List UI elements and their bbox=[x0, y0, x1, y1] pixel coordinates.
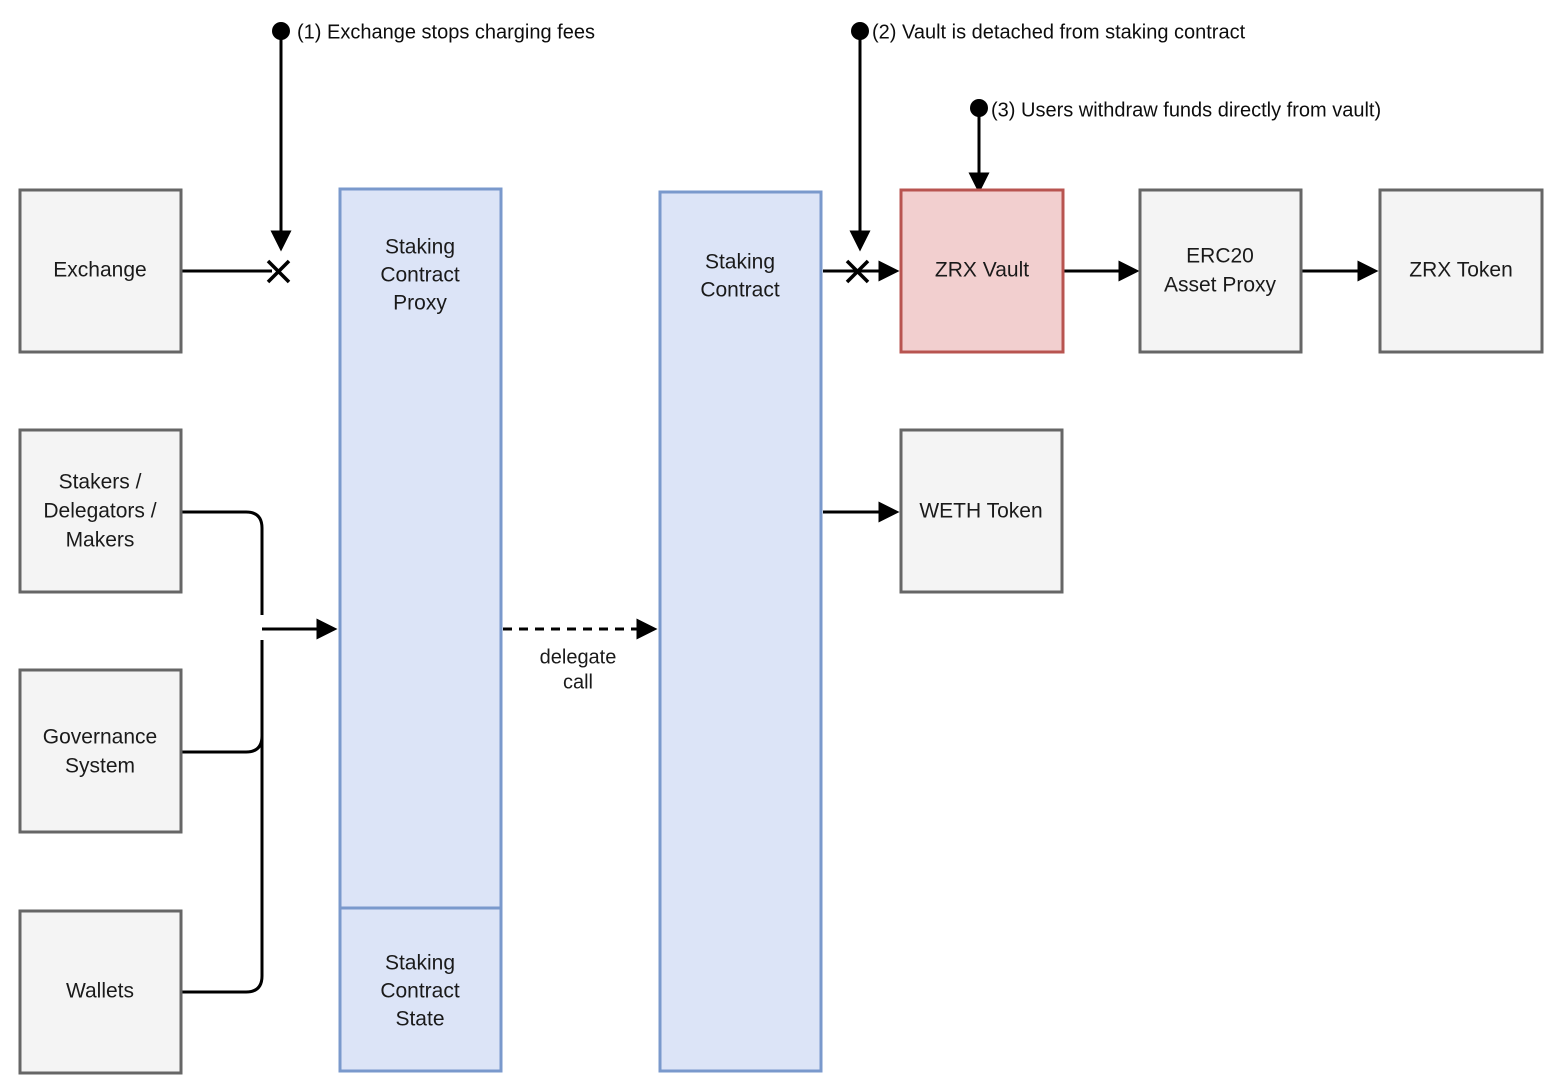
node-staking-contract-box[interactable] bbox=[658, 190, 823, 1073]
node-exchange-box[interactable] bbox=[18, 188, 183, 354]
node-wallets-label: Wallets bbox=[66, 980, 134, 1003]
node-staking-contract-proxy-box[interactable] bbox=[338, 187, 503, 910]
node-stakers-label-line2: Delegators / bbox=[43, 500, 156, 523]
edge-exchange-proxy bbox=[181, 259, 291, 284]
node-erc20-asset-proxy-label-line1: ERC20 bbox=[1186, 245, 1254, 268]
node-zrx-vault[interactable]: ZRX Vault bbox=[899, 188, 1065, 354]
edge-stakers-trunk bbox=[181, 510, 264, 615]
node-erc20-asset-proxy[interactable]: ERC20 Asset Proxy bbox=[1138, 188, 1303, 354]
node-staking-contract-state-box[interactable] bbox=[338, 906, 503, 1073]
annotation-3: (3) Users withdraw funds directly from v… bbox=[968, 99, 1381, 194]
node-governance-label-line2: System bbox=[65, 755, 135, 778]
annotation-3-label: (3) Users withdraw funds directly from v… bbox=[991, 99, 1381, 121]
node-staking-contract-proxy[interactable]: Staking Contract Proxy bbox=[338, 187, 503, 910]
node-staking-contract-state-label-line1: Staking bbox=[385, 952, 455, 975]
node-zrx-token[interactable]: ZRX Token bbox=[1378, 188, 1544, 354]
edge-wallets-trunk bbox=[181, 640, 264, 994]
node-zrx-token-label: ZRX Token bbox=[1409, 259, 1513, 282]
edge-users-proxy bbox=[181, 510, 338, 994]
node-stakers-box[interactable] bbox=[18, 428, 183, 594]
node-weth-token[interactable]: WETH Token bbox=[899, 428, 1064, 594]
node-stakers-label-line1: Stakers / bbox=[59, 471, 142, 494]
node-wallets[interactable]: Wallets bbox=[18, 909, 183, 1075]
edge-governance-trunk bbox=[181, 640, 264, 754]
node-staking-contract-state[interactable]: Staking Contract State bbox=[338, 906, 503, 1073]
node-exchange[interactable]: Exchange bbox=[18, 188, 183, 354]
node-governance[interactable]: Governance System bbox=[18, 668, 183, 834]
annotation-2-label: (2) Vault is detached from staking contr… bbox=[872, 21, 1246, 43]
node-governance-box[interactable] bbox=[18, 668, 183, 834]
node-wallets-box[interactable] bbox=[18, 909, 183, 1075]
node-zrx-vault-box[interactable] bbox=[899, 188, 1065, 354]
node-erc20-asset-proxy-box[interactable] bbox=[1138, 188, 1303, 354]
node-exchange-label: Exchange bbox=[53, 259, 146, 282]
annotation-2: (2) Vault is detached from staking contr… bbox=[849, 21, 1246, 252]
annotation-1: (1) Exchange stops charging fees bbox=[270, 21, 595, 252]
node-staking-contract-proxy-label-line1: Staking bbox=[385, 236, 455, 259]
node-staking-contract-label-line1: Staking bbox=[705, 251, 775, 274]
node-zrx-vault-label: ZRX Vault bbox=[935, 259, 1029, 282]
node-weth-token-label: WETH Token bbox=[919, 500, 1042, 523]
node-staking-contract-state-label-line2: Contract bbox=[380, 980, 460, 1003]
node-governance-label-line1: Governance bbox=[43, 726, 157, 749]
node-stakers[interactable]: Stakers / Delegators / Makers bbox=[18, 428, 183, 594]
node-staking-contract-proxy-label-line2: Contract bbox=[380, 264, 460, 287]
node-staking-contract-state-label-line3: State bbox=[395, 1008, 444, 1031]
node-weth-token-box[interactable] bbox=[899, 428, 1064, 594]
edge-contract-vault-sever-x bbox=[845, 259, 870, 284]
node-stakers-label-line3: Makers bbox=[66, 529, 135, 552]
edge-proxy-contract-label-line2: call bbox=[563, 671, 593, 693]
edge-proxy-contract-label-line1: delegate bbox=[540, 646, 617, 668]
edge-contract-vault bbox=[823, 259, 900, 284]
edge-exchange-proxy-sever-x bbox=[266, 259, 291, 284]
node-staking-contract-proxy-label-line3: Proxy bbox=[393, 292, 447, 315]
node-erc20-asset-proxy-label-line2: Asset Proxy bbox=[1164, 274, 1277, 297]
node-staking-contract[interactable]: Staking Contract bbox=[658, 190, 823, 1073]
node-staking-contract-label-line2: Contract bbox=[700, 279, 780, 302]
node-zrx-token-box[interactable] bbox=[1378, 188, 1544, 354]
edge-proxy-contract: delegate call bbox=[503, 618, 658, 693]
annotation-1-label: (1) Exchange stops charging fees bbox=[297, 21, 595, 43]
